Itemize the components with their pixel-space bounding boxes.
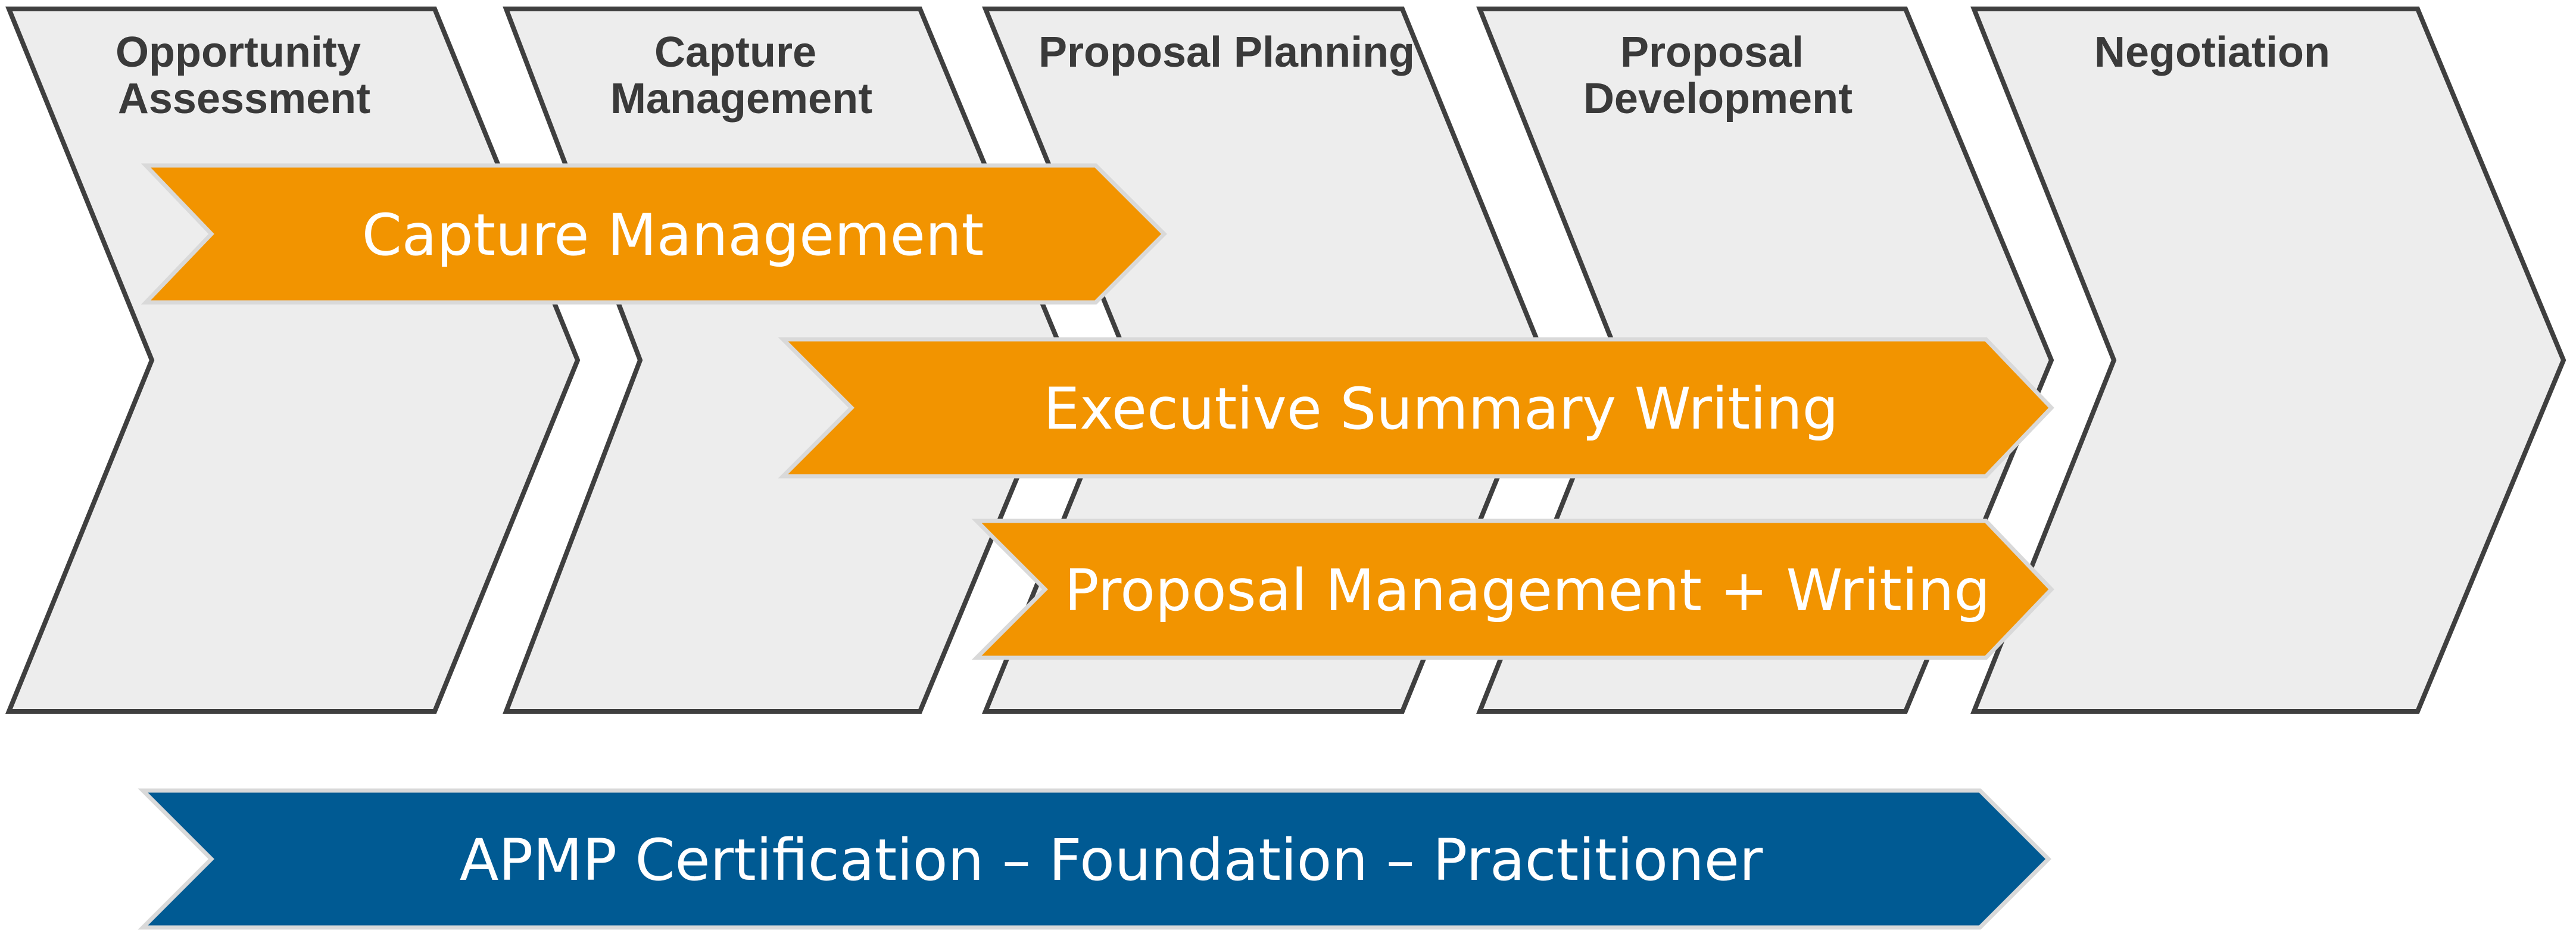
stage-negotiation: Negotiation xyxy=(1970,7,2566,714)
bar-proposal-management-writing-shape xyxy=(971,519,2054,660)
stage-negotiation-label: Negotiation xyxy=(2094,29,2330,76)
bar-executive-summary-writing-label: Executive Summary Writing xyxy=(1043,376,1838,442)
stage-proposal-development-line-2: Development xyxy=(1583,75,1853,123)
stage-negotiation-line-1: Negotiation xyxy=(2094,29,2330,76)
stage-opportunity-assessment: Opportunity Assessment xyxy=(5,7,581,714)
stage-proposal-development-label: Proposal Development xyxy=(1583,29,1853,123)
stage-proposal-planning-line-1: Proposal Planning xyxy=(1038,29,1415,76)
bar-capture-management-shape xyxy=(141,163,1167,305)
bar-apmp-certification-shape xyxy=(138,788,2051,930)
bar-capture-management-label: Capture Management xyxy=(362,202,984,268)
stage-proposal-planning-label: Proposal Planning xyxy=(1038,29,1415,76)
bar-proposal-management-writing: Proposal Management + Writing xyxy=(971,519,2054,660)
stage-opportunity-assessment-line-2: Assessment xyxy=(118,75,370,123)
stage-opportunity-assessment-line-1: Opportunity xyxy=(116,29,361,76)
stage-capture-management-line-2: Management xyxy=(610,75,872,123)
bar-apmp-certification: APMP Certification – Foundation – Practi… xyxy=(138,788,2051,930)
stage-capture-management-label: Capture Management xyxy=(610,29,872,123)
bar-executive-summary-writing: Executive Summary Writing xyxy=(778,337,2054,479)
bar-capture-management: Capture Management xyxy=(141,163,1167,305)
stage-negotiation-shape xyxy=(1970,7,2566,714)
stage-proposal-development-line-1: Proposal xyxy=(1620,29,1804,76)
stage-opportunity-assessment-label: Opportunity Assessment xyxy=(116,29,373,123)
stage-capture-management-line-1: Capture xyxy=(654,29,816,76)
bar-proposal-management-writing-label: Proposal Management + Writing xyxy=(1065,557,1991,624)
bar-apmp-certification-label: APMP Certification – Foundation – Practi… xyxy=(460,827,1763,894)
bar-executive-summary-writing-shape xyxy=(778,337,2054,479)
